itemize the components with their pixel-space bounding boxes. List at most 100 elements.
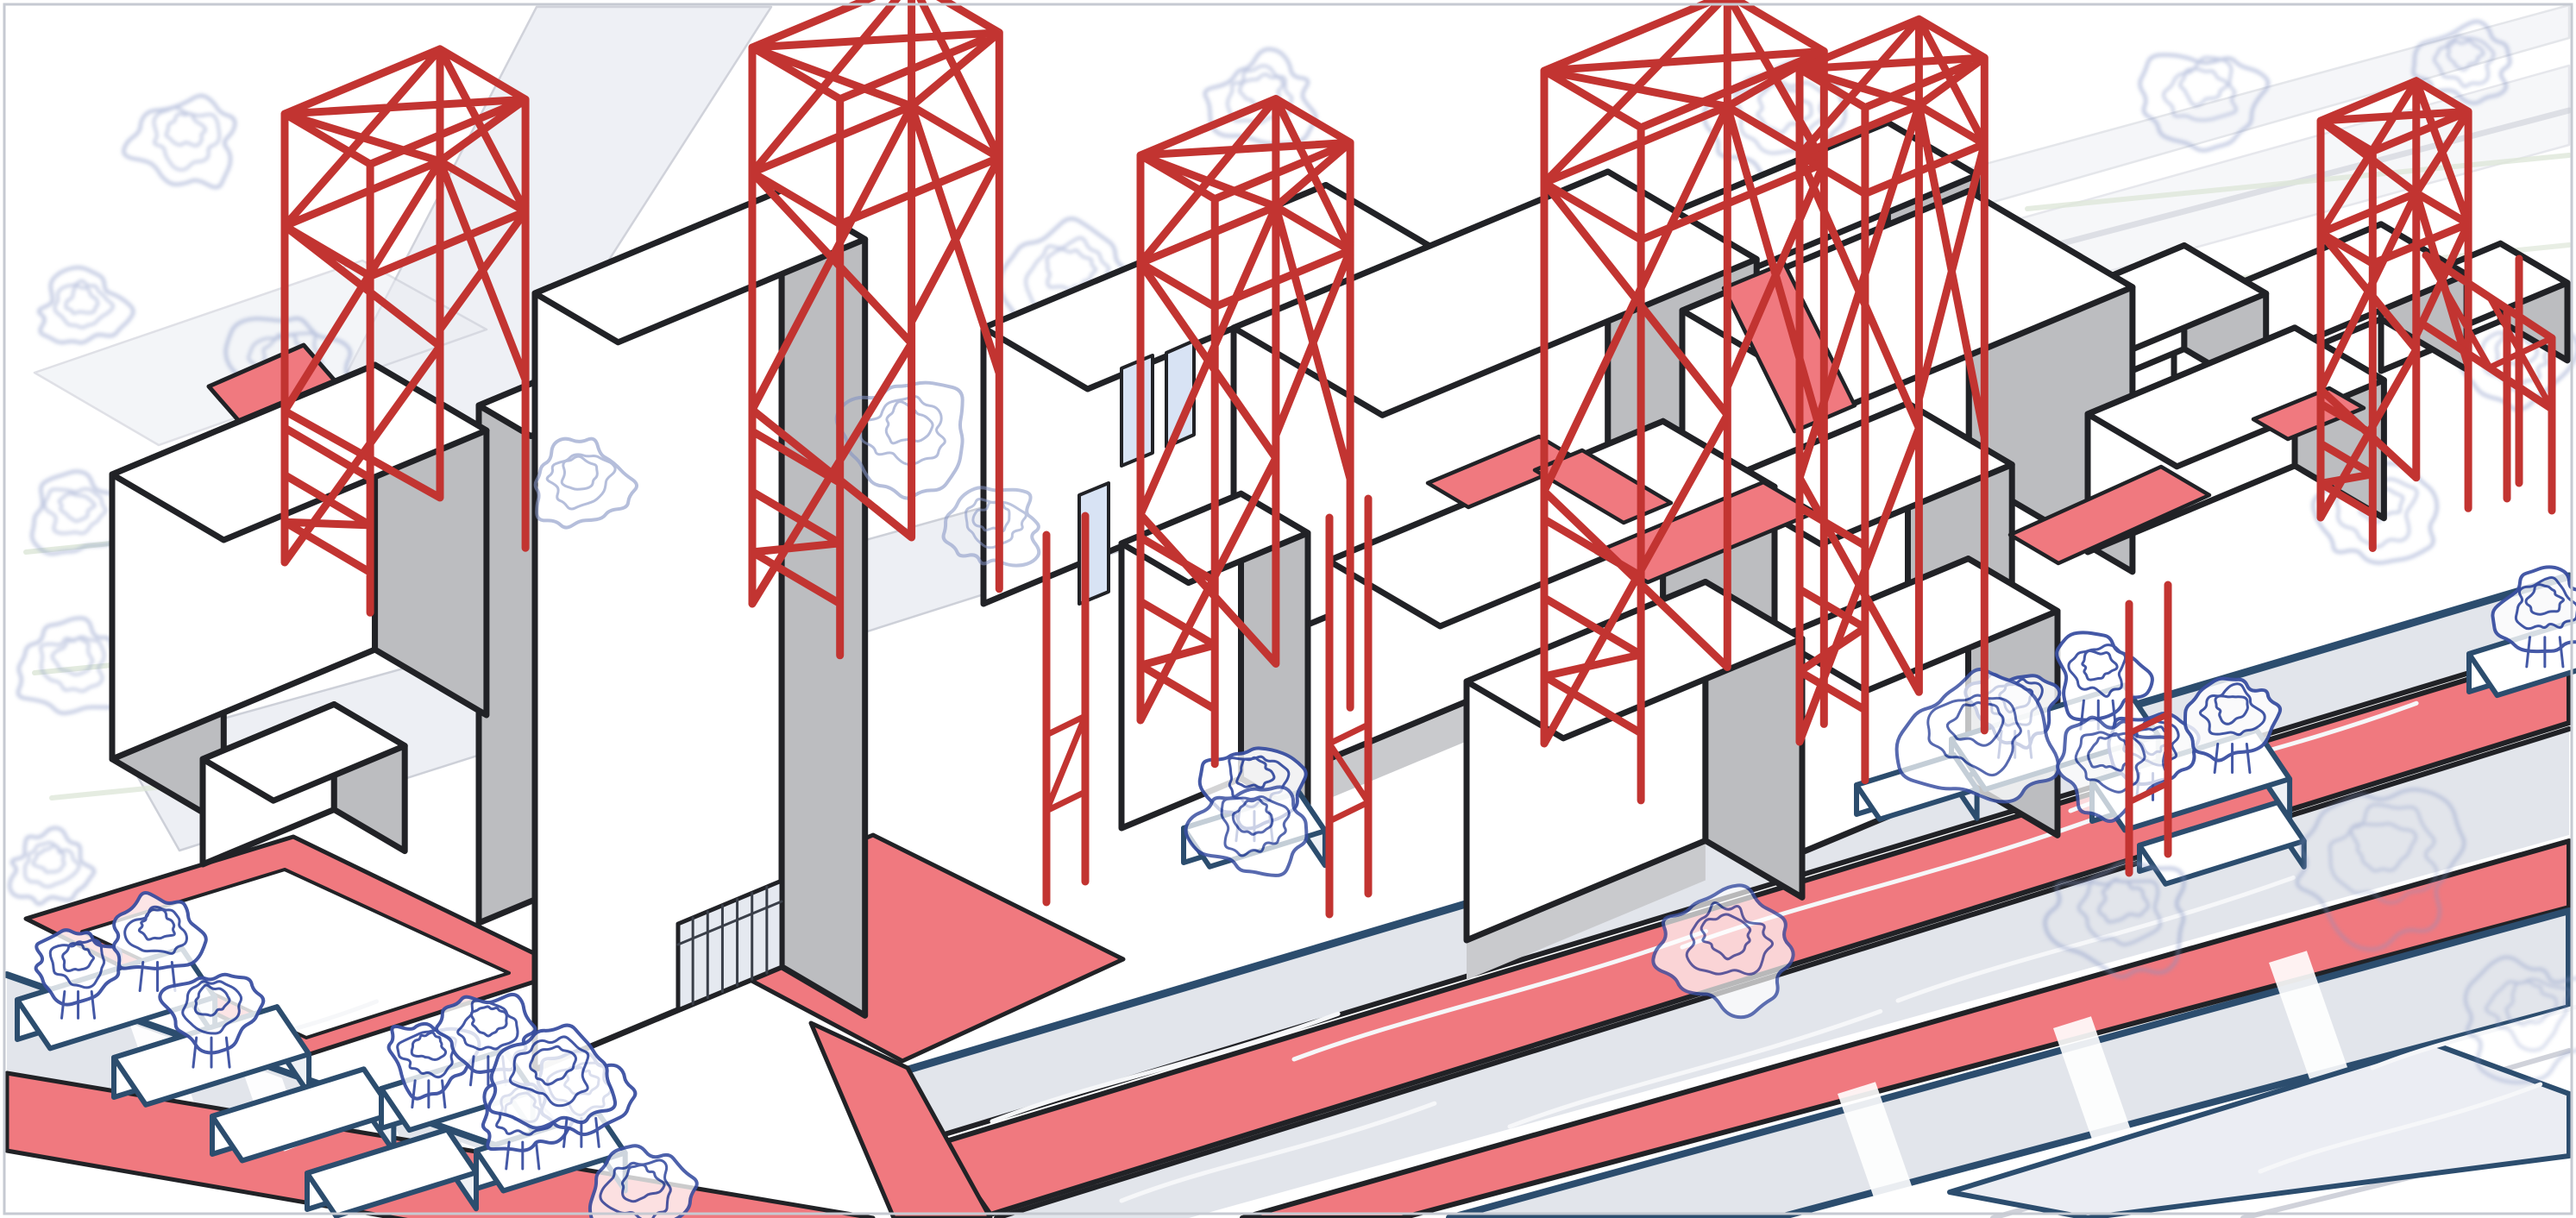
tree — [158, 972, 266, 1069]
water-wave-line — [1507, 1008, 1883, 1129]
tree-canopy — [122, 93, 237, 190]
red-frame-tower-2 — [748, 0, 1003, 660]
tree-trunk — [2525, 636, 2532, 669]
tree-canopy — [2162, 56, 2238, 122]
tree-canopy — [1756, 83, 1813, 135]
tree-canopy — [37, 266, 135, 345]
tree — [1184, 785, 1309, 877]
tree-canopy — [39, 635, 106, 693]
tree-canopy — [2463, 955, 2576, 1084]
building-face-side — [778, 187, 869, 1019]
tree-canopy — [2491, 565, 2576, 654]
tree-canopy — [2411, 19, 2512, 105]
tree-canopy — [2485, 977, 2572, 1052]
tree-canopy — [2349, 822, 2417, 873]
tree-canopy — [2214, 694, 2249, 725]
tree-canopy — [1685, 901, 1775, 976]
tree-trunk — [594, 1116, 600, 1148]
red-connector — [1043, 713, 1089, 814]
tree-canopy — [1700, 913, 1752, 961]
faint-road-line — [2025, 153, 2572, 211]
tree-canopy — [137, 907, 176, 941]
tree — [2183, 676, 2283, 775]
tree-canopy — [1220, 795, 1291, 857]
terrace-under-crane — [2007, 464, 2212, 566]
tree-trunk — [2558, 636, 2565, 669]
tree-canopy — [2198, 682, 2266, 737]
water-wave-line — [2258, 1082, 2543, 1174]
tree-canopy — [58, 492, 97, 523]
tree-canopy — [31, 844, 66, 874]
tree-trunk — [534, 1140, 541, 1171]
tree-canopy — [508, 1035, 590, 1108]
tree-canopy — [2067, 644, 2127, 698]
tree-canopy — [2043, 860, 2186, 979]
tree-canopy — [2524, 583, 2566, 616]
tree-canopy — [2433, 35, 2496, 88]
red-connector — [2126, 711, 2171, 737]
crane-brace — [2422, 252, 2493, 371]
slab-main-tall — [531, 187, 869, 1073]
tree-trunk — [441, 1079, 447, 1109]
water-wave-line — [1119, 1101, 1437, 1203]
tree — [2043, 860, 2186, 979]
red-connector — [1326, 740, 1372, 806]
road-black-edge — [994, 726, 2572, 1218]
tree-canopy — [1926, 694, 2022, 777]
tree — [111, 890, 208, 993]
tree-canopy — [560, 455, 599, 491]
tree-trunk — [138, 961, 145, 993]
tree-canopy — [410, 1031, 448, 1062]
tree — [34, 928, 123, 1020]
tree-canopy — [2097, 877, 2150, 924]
plaza-path-stub — [808, 1020, 993, 1218]
block-left-wing — [199, 701, 408, 868]
tree-canopy — [2295, 788, 2466, 951]
tree-canopy — [8, 826, 97, 906]
water-wave-line — [1291, 929, 1708, 1062]
tree-canopy — [587, 1144, 699, 1218]
storefront-glazing — [675, 878, 784, 1013]
tree-canopy — [456, 999, 519, 1052]
tree-canopy — [30, 469, 129, 556]
courtyard-l2 — [1532, 448, 1674, 525]
tree-canopy — [152, 106, 221, 172]
tree-canopy — [2334, 477, 2419, 549]
tree-canopy — [545, 453, 617, 511]
tree-canopy — [181, 980, 243, 1035]
tree-canopy — [34, 928, 123, 1007]
tree — [2491, 565, 2576, 669]
tree — [2463, 955, 2576, 1084]
image-border — [3, 3, 2573, 1215]
tree-canopy — [48, 939, 106, 989]
red-frame-tower-3 — [1136, 95, 1354, 769]
tree-trunk — [224, 1036, 231, 1069]
tree-canopy — [599, 1158, 672, 1218]
tree-canopy — [469, 1005, 508, 1038]
tree-canopy — [2446, 39, 2485, 72]
tree-canopy — [620, 1164, 666, 1203]
tree — [30, 469, 129, 556]
tree-canopy — [533, 436, 638, 530]
red-frame-tower-4 — [1540, 0, 1828, 805]
tree — [37, 266, 135, 345]
red-frame-crane — [2316, 77, 2472, 552]
red-connector — [1326, 799, 1372, 825]
tree — [487, 1023, 618, 1130]
tree-trunk — [192, 1036, 198, 1069]
tree-canopy — [2504, 980, 2558, 1027]
tree — [1203, 47, 1318, 146]
red-crane-arm — [2422, 251, 2556, 515]
tree-canopy — [1235, 756, 1276, 789]
tree-canopy — [43, 487, 108, 535]
tree-canopy — [1231, 797, 1274, 836]
tree-trunk — [411, 1079, 417, 1109]
tree-canopy — [164, 112, 207, 148]
building-roof — [531, 187, 869, 346]
tree-canopy — [1203, 47, 1318, 146]
tree — [2411, 19, 2512, 105]
tree — [8, 826, 97, 906]
tree-canopy — [1651, 883, 1795, 1020]
storefront-transom — [676, 900, 783, 946]
